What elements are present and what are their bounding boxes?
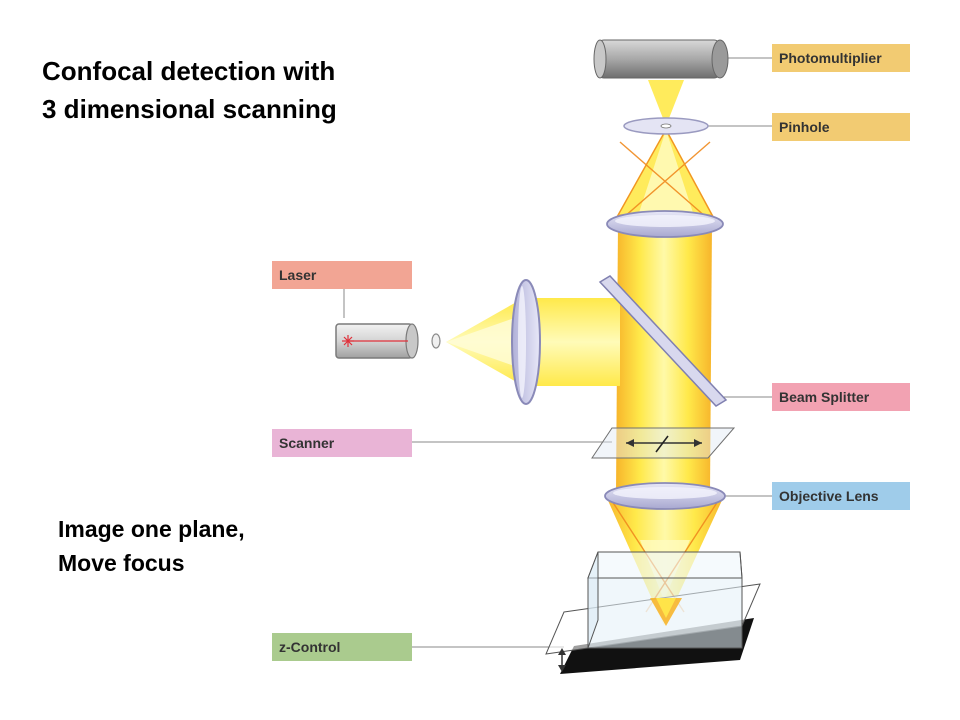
laser-device [335,323,441,359]
laser-beam [446,298,620,386]
sample-stage [545,551,761,674]
beam-splitter-plate [598,275,728,407]
title-line-1: Confocal detection with [42,56,336,86]
laser-aperture [431,333,441,349]
collimating-lens [511,279,541,405]
laser-collimated [526,298,620,386]
caption-line-2: Move focus [58,550,185,576]
label-objective-lens: Objective Lens [772,482,910,510]
caption-line-1: Image one plane, [58,516,245,542]
leader-lines [343,57,772,648]
main-beam [606,80,724,626]
objective-lens-element [604,482,726,510]
label-photomultiplier: Photomultiplier [772,44,910,72]
diagram-caption: Image one plane, Move focus [58,512,245,580]
label-laser: Laser [272,261,412,289]
laser-spark-icon [342,335,354,347]
sample-box-top [587,551,743,579]
scanner-plane [591,427,736,459]
photomultiplier-element [593,39,729,79]
beam-to-detector [648,80,684,126]
label-scanner: Scanner [272,429,412,457]
label-pinhole: Pinhole [772,113,910,141]
beam-splitter [598,275,728,407]
title-line-2: 3 dimensional scanning [42,94,337,124]
label-z-control: z-Control [272,633,412,661]
diagram-title: Confocal detection with 3 dimensional sc… [42,52,337,128]
beam-column [616,222,712,494]
z-arrow-icon [558,648,566,672]
pinhole-element [623,117,709,135]
tube-lens [606,210,724,238]
label-beam-splitter: Beam Splitter [772,383,910,411]
